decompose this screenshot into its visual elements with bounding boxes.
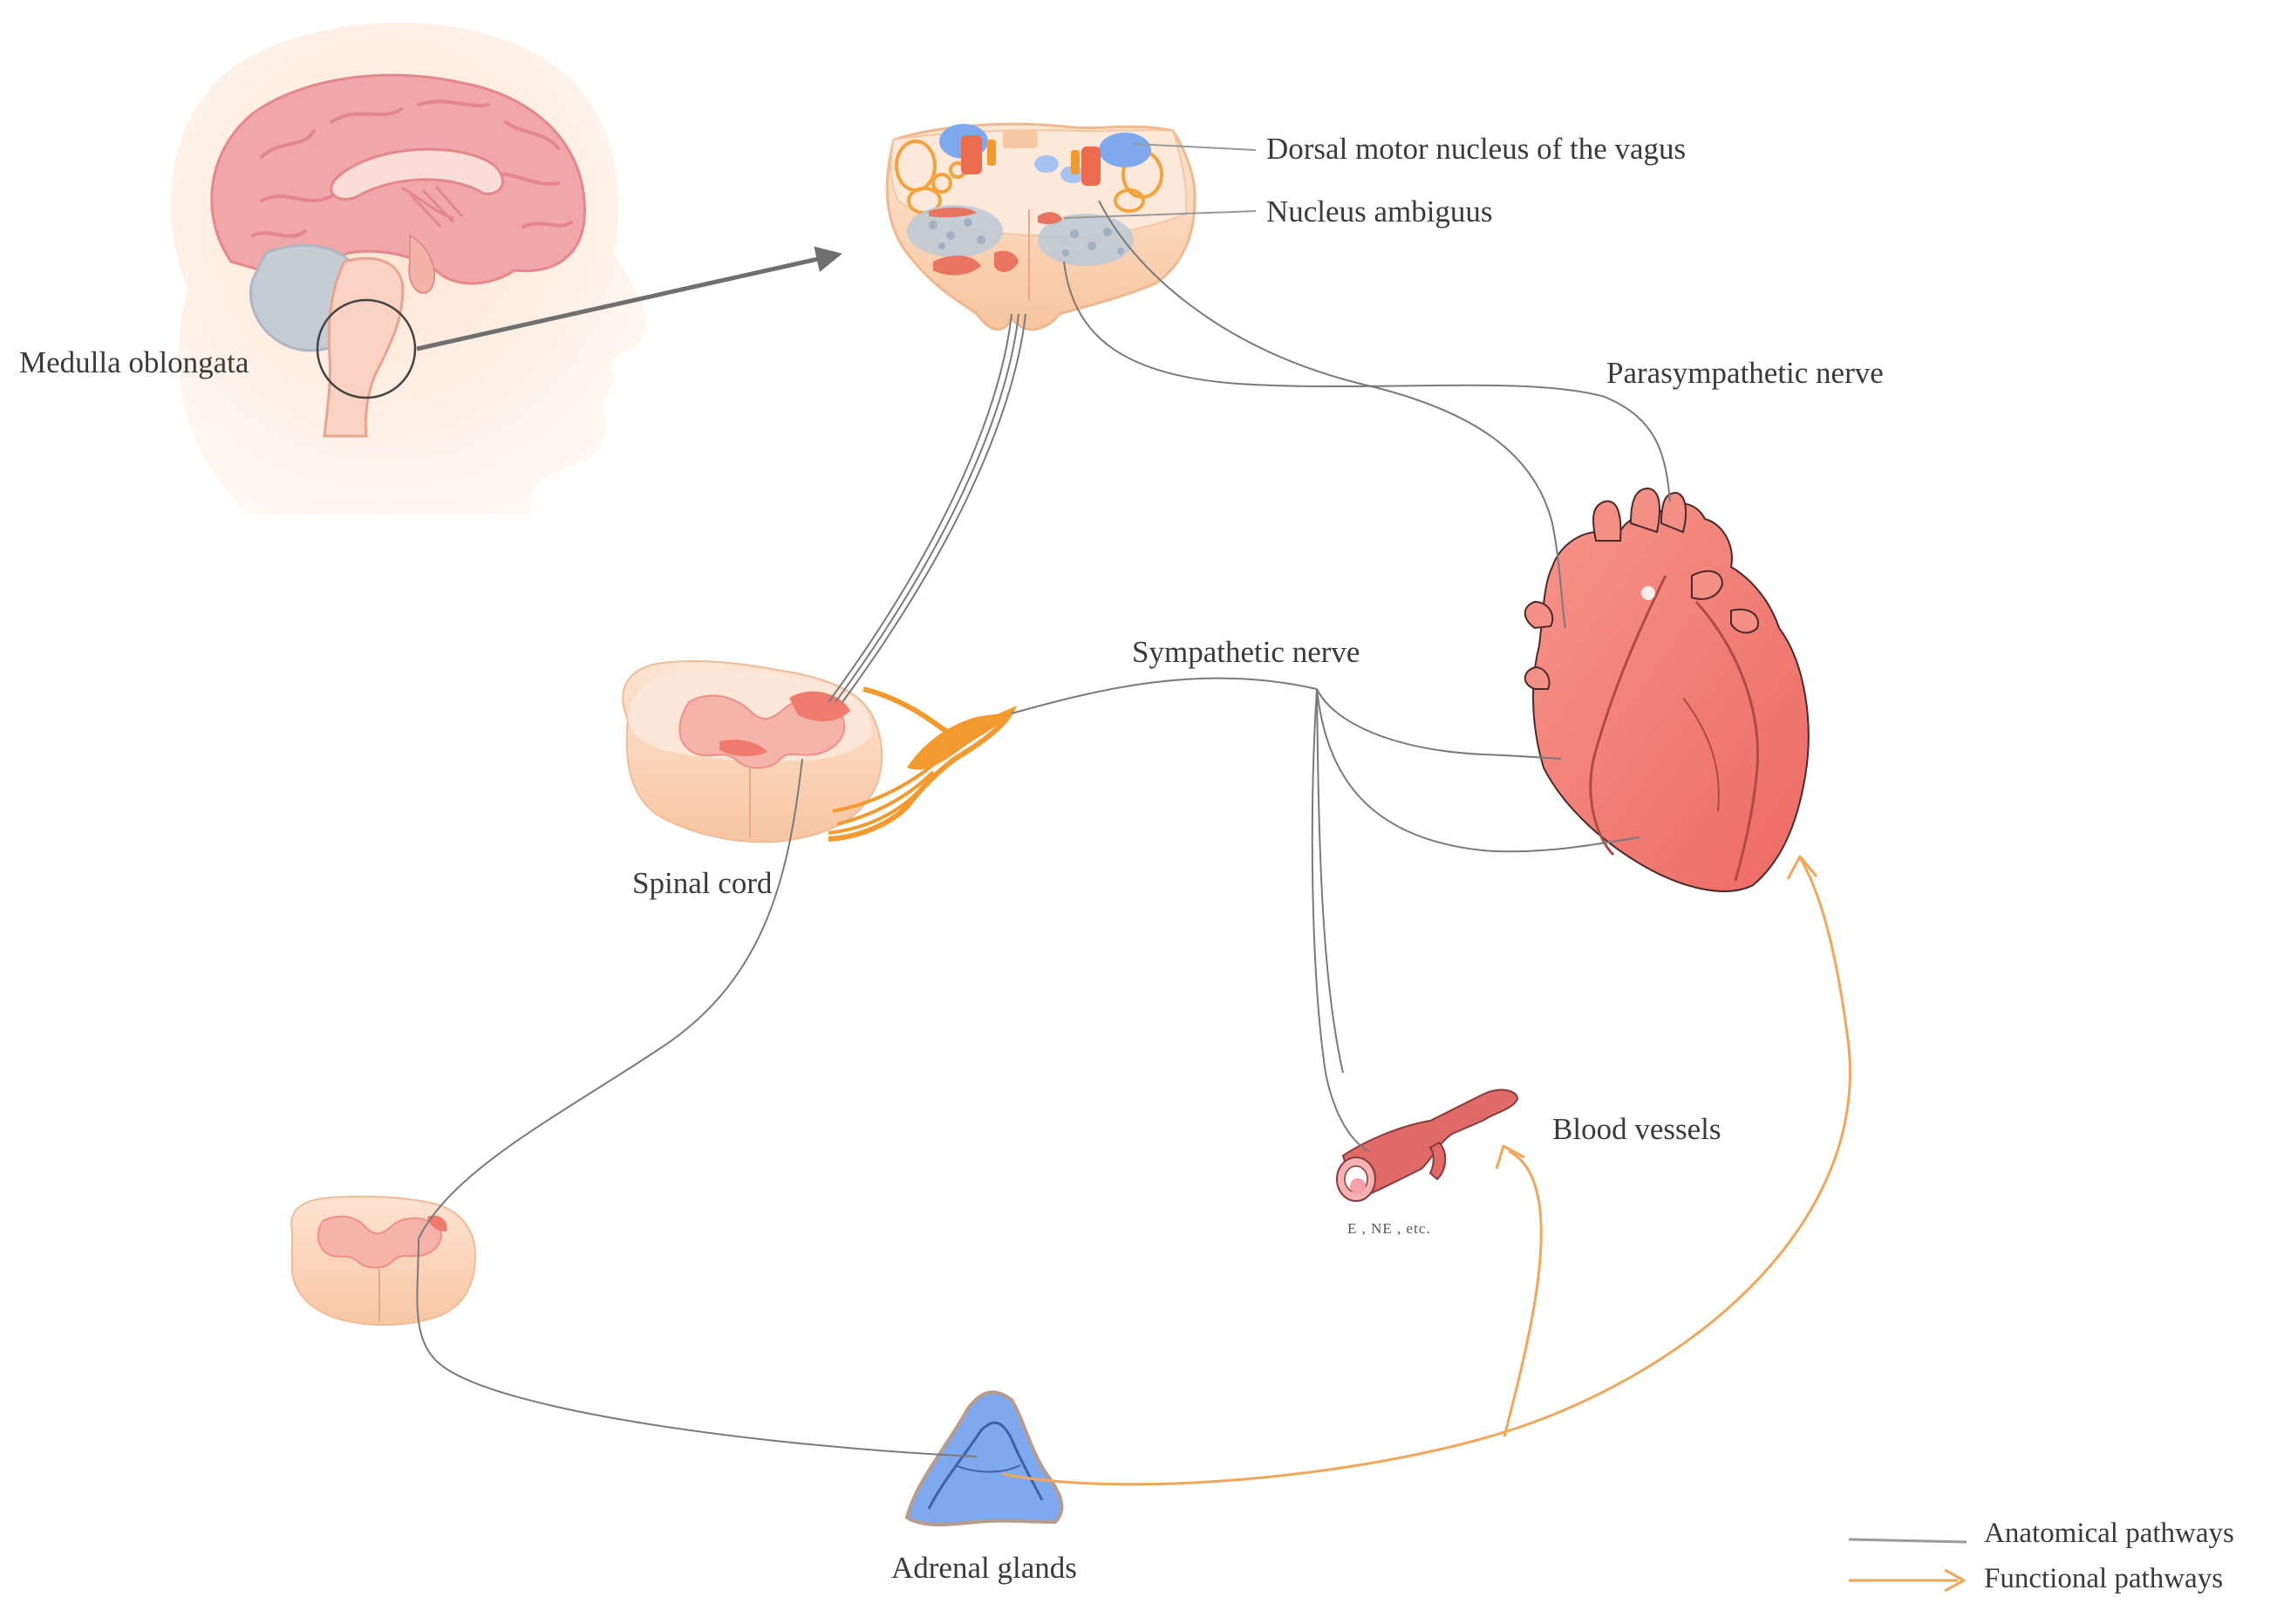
legend-anatomical-line [1848, 1538, 1967, 1544]
sympathetic-nerve-label: Sympathetic nerve [1132, 635, 1360, 669]
dorsal-motor-nucleus-label: Dorsal motor nucleus of the vagus [1266, 132, 1687, 166]
adrenal-glands-label: Adrenal glands [891, 1551, 1077, 1585]
blood-vessel-illustration [1336, 1088, 1519, 1202]
corpus-callosum [330, 147, 504, 201]
medulla-oblongata-label: Medulla oblongata [19, 345, 249, 379]
legend-functional-label: Functional pathways [1984, 1563, 2224, 1594]
head-illustration [170, 22, 646, 515]
spinal-cord-upper [622, 660, 1018, 843]
legend-functional-arrowhead [1944, 1568, 1966, 1593]
nucleus-ambiguus-label: Nucleus ambiguus [1266, 194, 1493, 229]
heart-illustration [1524, 487, 1810, 892]
spinal-cord-lower [290, 1195, 477, 1327]
adrenal-gland-illustration [904, 1390, 1064, 1527]
spinal-cord-label: Spinal cord [632, 866, 773, 900]
nucleus-ambiguus-leader [1063, 210, 1257, 219]
anatomical-pathways [416, 200, 1671, 1457]
blood-vessels-label: Blood vessels [1552, 1112, 1721, 1146]
parasympathetic-nerve-label: Parasympathetic nerve [1606, 356, 1884, 390]
medulla-cross-section [885, 122, 1196, 331]
dorsal-motor-leader [1133, 143, 1257, 151]
medulla-zoom-arrow [416, 246, 842, 351]
functional-pathways [1002, 855, 1851, 1486]
medulla-highlight-circle [316, 298, 417, 399]
legend-anatomical-label: Anatomical pathways [1984, 1518, 2234, 1549]
hormones-label: E , NE , etc. [1347, 1220, 1431, 1237]
